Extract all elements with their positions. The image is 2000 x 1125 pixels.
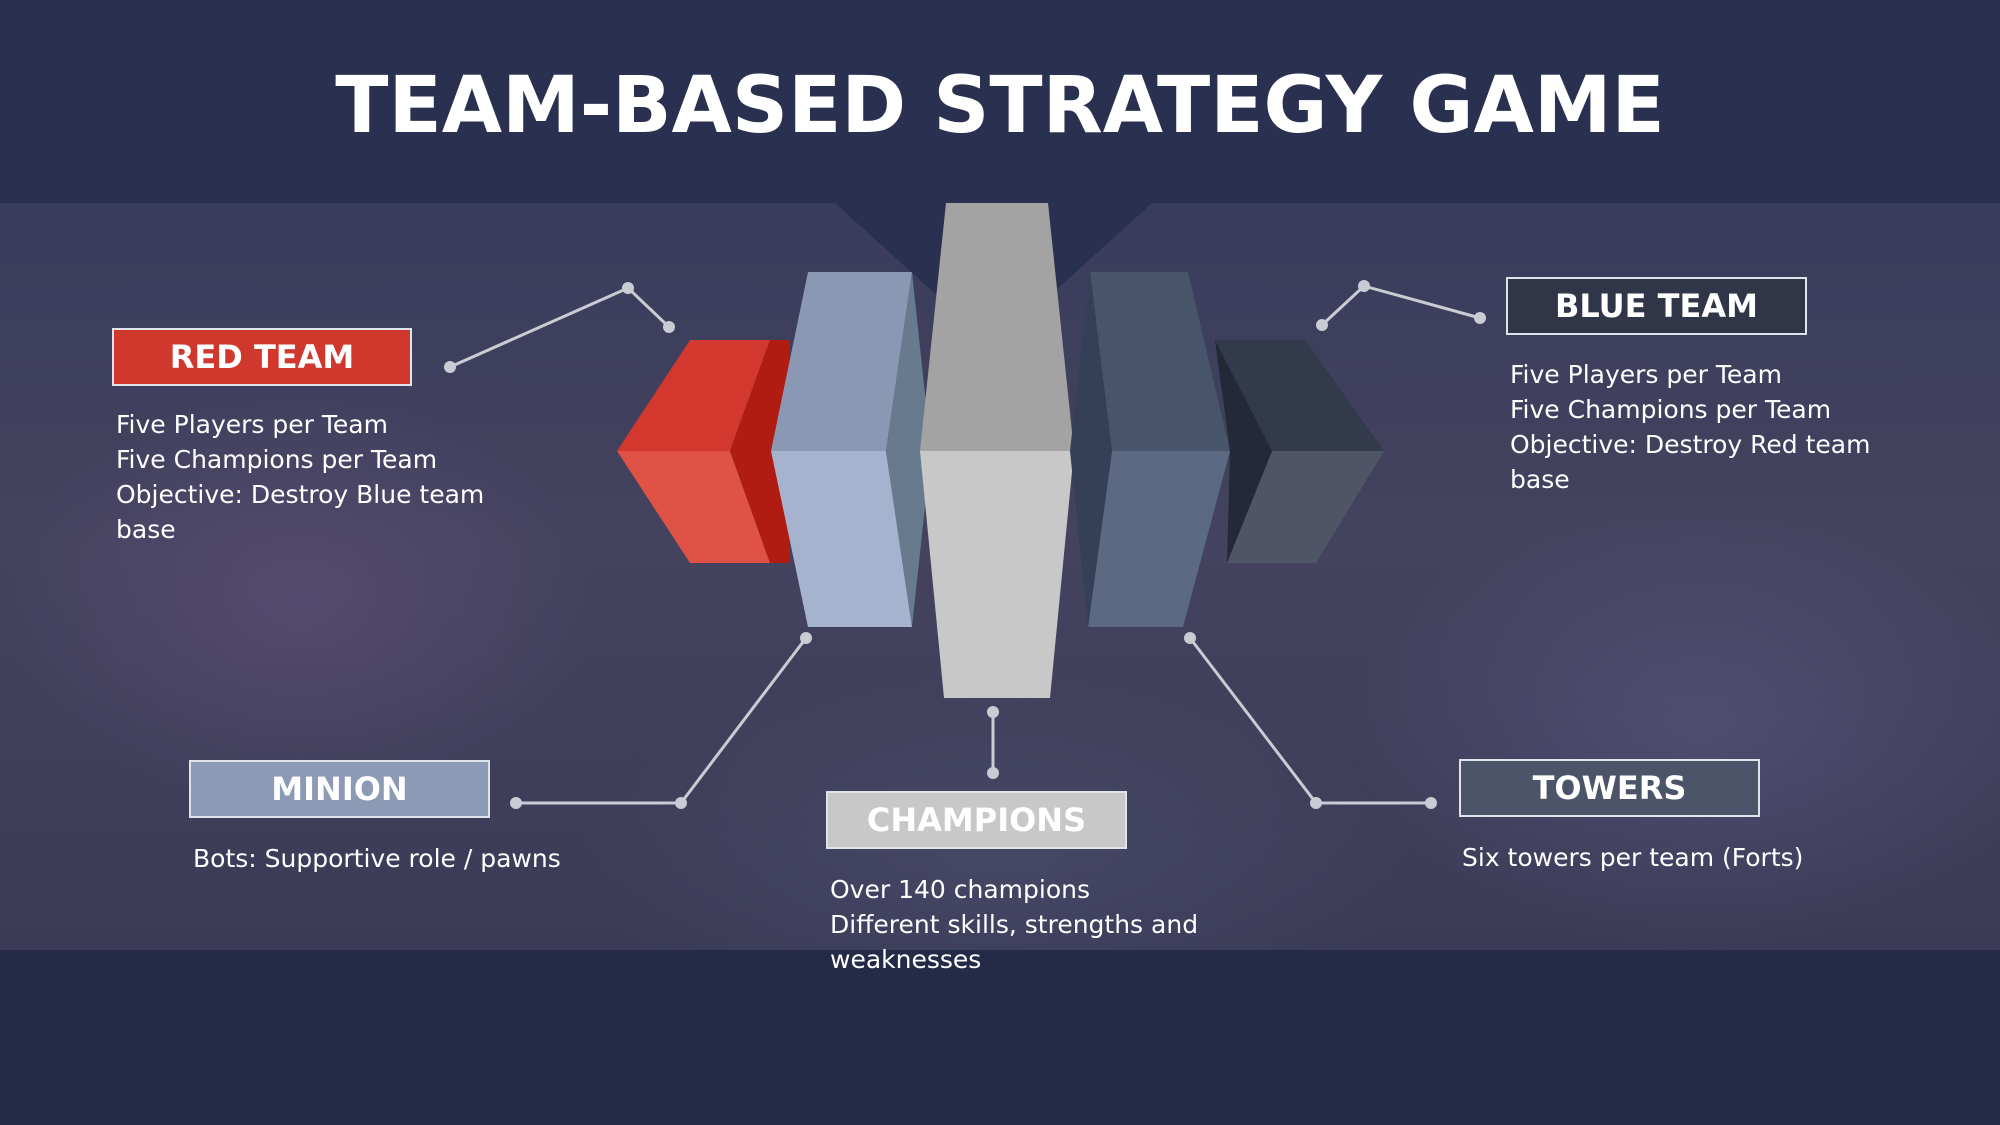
red-team-line: Five Champions per Team — [116, 445, 438, 474]
dot — [1184, 632, 1196, 644]
towers-block — [1070, 272, 1230, 627]
dot — [1425, 797, 1437, 809]
towers-description: Six towers per team (Forts) — [1462, 840, 1882, 875]
page-title: TEAM-BASED STRATEGY GAME — [335, 61, 1665, 151]
towers-line: Six towers per team (Forts) — [1462, 843, 1804, 872]
dot — [800, 632, 812, 644]
dot — [1310, 797, 1322, 809]
dot — [510, 797, 522, 809]
dot — [444, 361, 456, 373]
red-team-line: Five Players per Team — [116, 410, 388, 439]
bottom-strip — [0, 950, 2000, 1125]
header-bar: TEAM-BASED STRATEGY GAME — [0, 0, 2000, 203]
dot — [987, 767, 999, 779]
connector-blue-team — [1320, 284, 1481, 327]
minion-label: MINION — [189, 760, 490, 818]
towers-label: TOWERS — [1459, 759, 1760, 817]
connector-dots — [444, 280, 1486, 809]
dot — [675, 797, 687, 809]
minion-block — [771, 272, 931, 627]
red-team-line: Objective: Destroy Blue team — [116, 480, 485, 509]
connector-towers — [1188, 637, 1431, 805]
champions-description: Over 140 champions Different skills, str… — [830, 872, 1250, 977]
champions-line: weaknesses — [830, 945, 982, 974]
blue-team-line: Objective: Destroy Red team — [1510, 430, 1871, 459]
minion-description: Bots: Supportive role / pawns — [193, 841, 613, 876]
champions-line: Over 140 champions — [830, 875, 1090, 904]
dot — [663, 321, 675, 333]
blue-team-description: Five Players per Team Five Champions per… — [1510, 357, 1950, 497]
dot — [1358, 280, 1370, 292]
champions-block — [920, 203, 1074, 698]
minion-line: Bots: Supportive role / pawns — [193, 844, 561, 873]
red-team-description: Five Players per Team Five Champions per… — [116, 407, 536, 547]
blue-team-block — [1215, 340, 1384, 563]
red-team-block — [617, 340, 790, 563]
dot — [987, 706, 999, 718]
dot — [1474, 312, 1486, 324]
blue-team-label: BLUE TEAM — [1506, 277, 1807, 335]
blue-team-line: Five Players per Team — [1510, 360, 1782, 389]
blue-team-line: Five Champions per Team — [1510, 395, 1832, 424]
champions-line: Different skills, strengths and — [830, 910, 1199, 939]
red-team-label: RED TEAM — [112, 328, 412, 386]
dot — [622, 282, 634, 294]
champions-label: CHAMPIONS — [826, 791, 1127, 849]
blue-team-line: base — [1510, 465, 1570, 494]
dot — [1316, 319, 1328, 331]
red-team-line: base — [116, 515, 176, 544]
connector-red-team — [449, 286, 671, 369]
connector-minion — [516, 637, 808, 805]
